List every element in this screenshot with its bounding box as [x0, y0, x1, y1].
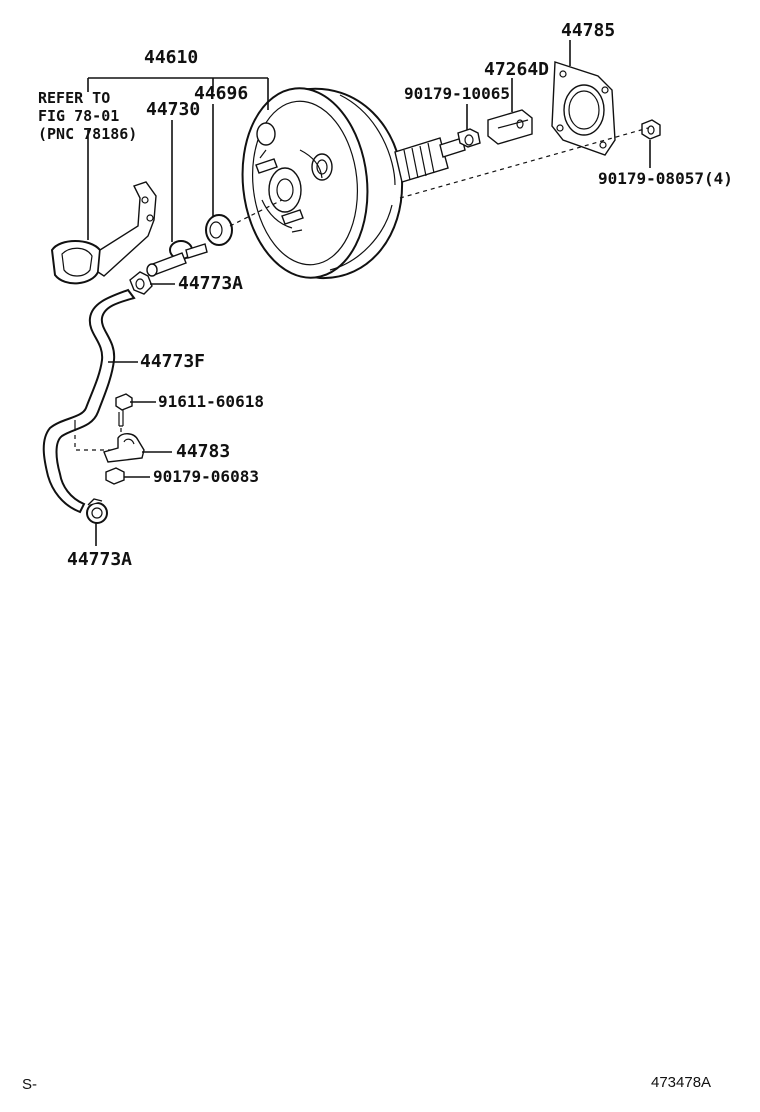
hose-44773F [42, 288, 136, 514]
refer-note-line2: FIG 78-01 [38, 107, 119, 125]
nut-90179-10065 [457, 128, 481, 148]
bracket-78186 [50, 181, 157, 285]
leader-44610 [87, 77, 269, 240]
refer-note-line3: (PNC 78186) [38, 125, 137, 143]
callout-44773F: 44773F [140, 351, 205, 372]
clamp-44773A-upper [129, 271, 153, 295]
callout-44783: 44783 [176, 441, 230, 462]
push-rod-bellows [394, 137, 466, 183]
check-valve-44730 [146, 240, 208, 277]
callout-91611-60618: 91611-60618 [158, 392, 264, 411]
bolt-91611-60618 [115, 393, 133, 427]
gasket-44785 [551, 61, 616, 156]
callout-44773A-lower: 44773A [67, 549, 132, 570]
clamp-bracket-44783 [103, 433, 145, 463]
nut-90179-06083 [105, 467, 125, 485]
nut-90179-08057 [641, 119, 661, 140]
callout-44610: 44610 [144, 47, 198, 68]
callout-90179-08057: 90179-08057(4) [598, 169, 733, 188]
alignment-line [399, 127, 649, 199]
callout-44730: 44730 [146, 99, 200, 120]
clevis-47264D [487, 109, 533, 145]
callout-44773A-upper: 44773A [178, 273, 243, 294]
grommet-44696 [205, 214, 233, 246]
callout-47264D: 47264D [484, 59, 549, 80]
callout-44785: 44785 [561, 20, 615, 41]
callout-90179-10065: 90179-10065 [404, 84, 510, 103]
footer-diagram-id: 473478A [651, 1074, 711, 1091]
refer-note-line1: REFER TO [38, 89, 110, 107]
callout-44696: 44696 [194, 83, 248, 104]
callout-90179-06083: 90179-06083 [153, 467, 259, 486]
footer-left-code: S- [22, 1076, 37, 1093]
clamp-44773A-lower [86, 498, 108, 524]
brake-booster [241, 87, 404, 280]
